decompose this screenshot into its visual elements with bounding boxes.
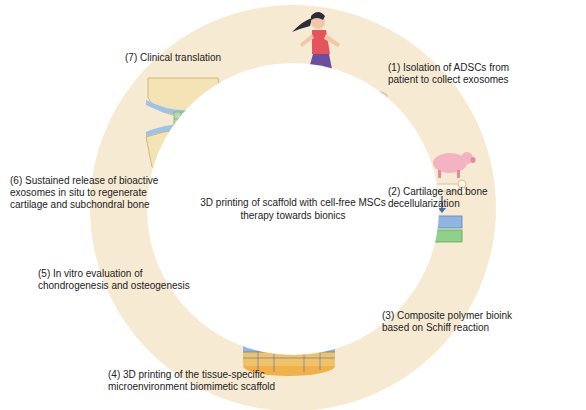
pig bbox=[438, 170, 441, 178]
runner-figure bbox=[324, 34, 340, 47]
pig bbox=[433, 152, 476, 178]
step-label: (3) Composite polymer bioink based on Sc… bbox=[382, 310, 532, 334]
step-label: (7) Clinical translation bbox=[125, 52, 255, 64]
step-label: (6) Sustained release of bioactive exoso… bbox=[10, 175, 170, 211]
pig bbox=[457, 170, 460, 178]
step-label: (5) In vitro evaluation of chondrogenesi… bbox=[38, 268, 198, 292]
runner-figure bbox=[300, 34, 314, 47]
step-label: (1) Isolation of ADSCs from patient to c… bbox=[388, 62, 538, 86]
pig bbox=[471, 157, 476, 163]
runner-figure bbox=[312, 30, 330, 54]
step-label: (4) 3D printing of the tissue-specific m… bbox=[108, 369, 293, 393]
center-title: 3D printing of scaffold with cell-free M… bbox=[193, 196, 393, 222]
runner-figure bbox=[311, 12, 325, 20]
step-label: (2) Cartilage and bone decellularization bbox=[388, 186, 513, 210]
runner-figure bbox=[292, 18, 312, 32]
